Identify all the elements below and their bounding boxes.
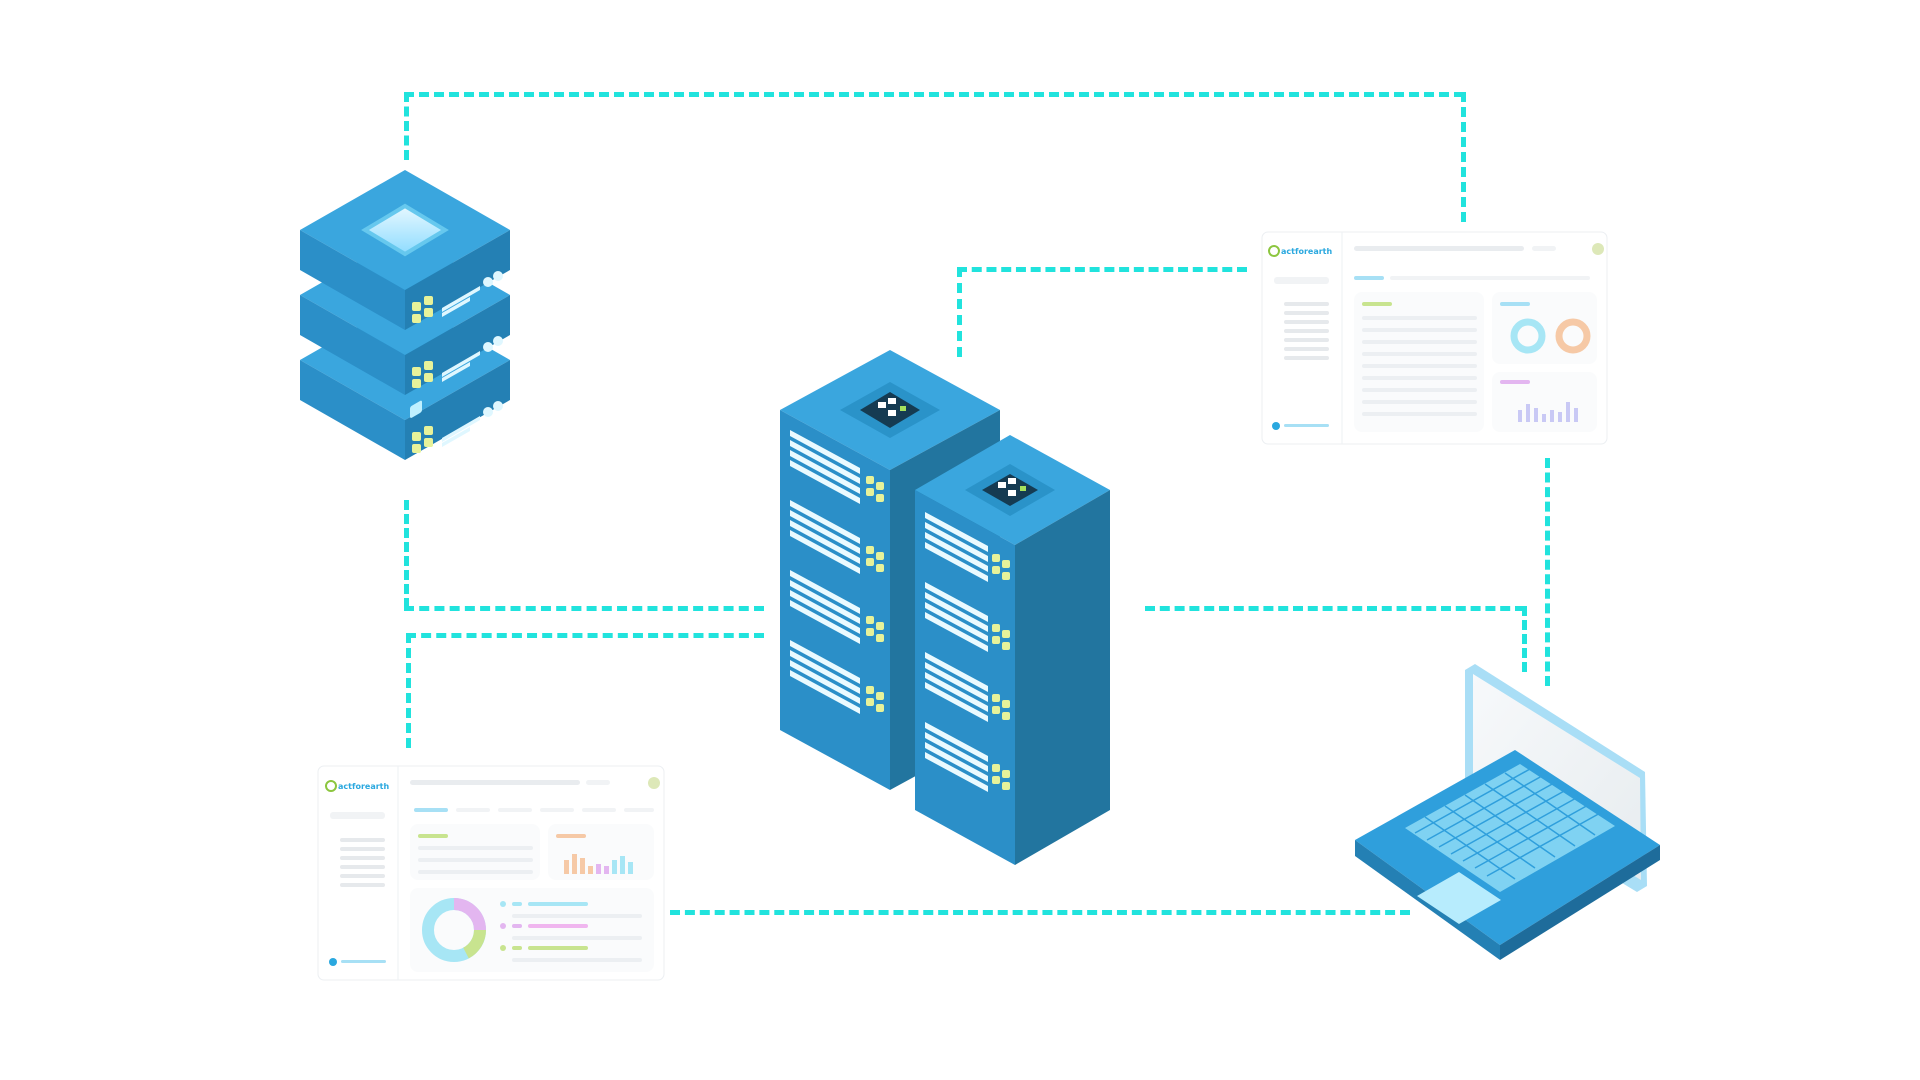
brand-text: actforearth (338, 782, 389, 791)
connector-line (957, 267, 962, 357)
connector-line (404, 606, 764, 611)
dashboard-logo: actforearth (1268, 245, 1332, 257)
connector-line (1522, 606, 1527, 672)
laptop-icon (1355, 664, 1660, 960)
dashboard-window-bottom-left: actforearth (317, 765, 665, 981)
stacked-server-icon (300, 170, 510, 460)
brand-text: actforearth (1281, 247, 1332, 256)
connector-line (404, 92, 409, 160)
connector-line (406, 633, 764, 638)
server-rack-b (915, 435, 1110, 865)
connector-line (1145, 606, 1525, 611)
dashboard-logo: actforearth (325, 780, 389, 792)
connector-line (406, 633, 411, 748)
connector-line (404, 92, 1464, 97)
server-rack-icon (780, 350, 1110, 865)
connector-line (404, 500, 409, 608)
connector-line (670, 910, 1410, 915)
dashboard-window-top-right: actforearth (1261, 231, 1608, 445)
connector-line (1545, 458, 1550, 686)
connector-line (957, 267, 1247, 272)
connector-line (1461, 92, 1466, 222)
